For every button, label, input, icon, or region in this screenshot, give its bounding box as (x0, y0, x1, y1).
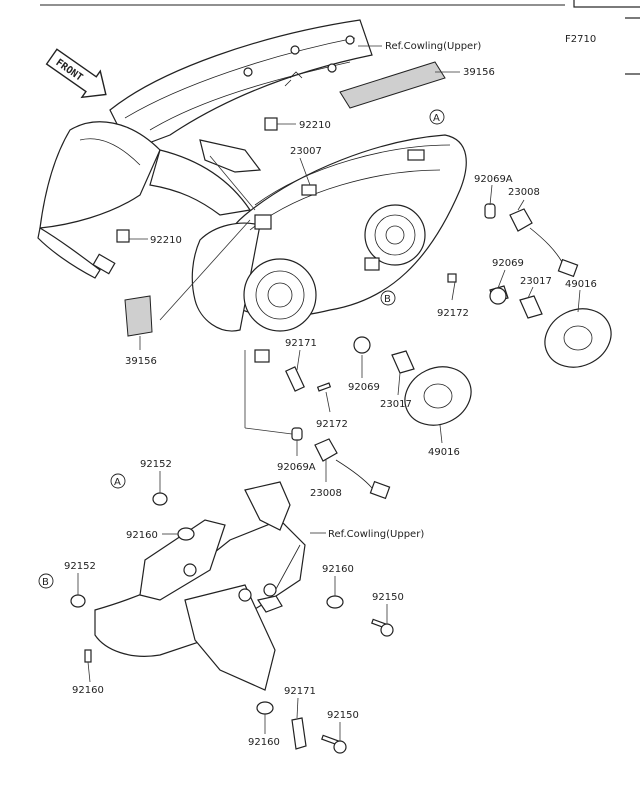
label-92069-mid: 92069 (348, 382, 380, 393)
reflector-sheet-top (339, 61, 446, 109)
label-92210-a: 92210 (299, 120, 331, 131)
svg-text:B: B (42, 577, 49, 588)
collar-92160-left (84, 649, 92, 663)
callout-labels: Ref.Cowling(Upper) 39156 92210 92210 230… (64, 41, 597, 748)
label-23008-mid: 23008 (310, 488, 342, 499)
bulb-sockets-right (447, 203, 579, 319)
dust-cover-right (544, 308, 612, 368)
clip-nut-top (264, 117, 278, 131)
svg-text:A: A (114, 477, 121, 488)
front-arrow: FRONT (45, 48, 107, 99)
label-49016-right: 49016 (565, 279, 597, 290)
label-39156-top: 39156 (463, 67, 495, 78)
collar-92160-bottom (256, 701, 274, 715)
label-92160-left: 92160 (72, 685, 104, 696)
label-92171-bottom: 92171 (284, 686, 316, 697)
headlight-assembly (191, 134, 467, 363)
label-92172-mid: 92172 (316, 419, 348, 430)
marker-b-top: B (380, 290, 396, 306)
label-92069A-mid: 92069A (277, 462, 316, 473)
label-92152-a: 92152 (140, 459, 172, 470)
bolt-92150-a (371, 618, 394, 637)
collar-92160-b (326, 595, 344, 609)
svg-text:B: B (384, 294, 391, 305)
label-92160-a: 92160 (126, 530, 158, 541)
collar-92160-a (177, 527, 195, 541)
clamp-92171-bottom (291, 717, 307, 750)
bolt-92150-b (321, 734, 347, 754)
label-ref-cowling-mid: Ref.Cowling(Upper) (328, 529, 424, 540)
label-92150-b: 92150 (327, 710, 359, 721)
label-23017-mid: 23017 (380, 399, 412, 410)
marker-b-bottom: B (38, 573, 54, 589)
label-92172-right: 92172 (437, 308, 469, 319)
label-92069-right: 92069 (492, 258, 524, 269)
label-92150-a: 92150 (372, 592, 404, 603)
label-92210-b: 92210 (150, 235, 182, 246)
figure-id: F2710 (565, 34, 596, 45)
label-92152-b: 92152 (64, 561, 96, 572)
leader-lines (77, 45, 581, 741)
label-23008-top: 23008 (508, 187, 540, 198)
marker-a-top: A (429, 109, 445, 125)
label-49016-mid: 49016 (428, 447, 460, 458)
marker-a-bottom: A (110, 473, 126, 489)
grommet-92152-a (152, 492, 168, 506)
label-39156-left: 39156 (125, 356, 157, 367)
headlight-bracket (94, 481, 306, 691)
label-92160-b: 92160 (322, 564, 354, 575)
label-92069A-top: 92069A (474, 174, 513, 185)
label-23007: 23007 (290, 146, 322, 157)
upper-cowling-frame (37, 19, 373, 279)
label-ref-cowling-top: Ref.Cowling(Upper) (385, 41, 481, 52)
label-92171-top: 92171 (285, 338, 317, 349)
clip-nut-left (116, 229, 130, 243)
reflector-sheet-left (124, 295, 153, 337)
label-23017-right: 23017 (520, 276, 552, 287)
svg-text:A: A (433, 113, 440, 124)
page-header: F2710 (40, 0, 640, 75)
label-92160-bottom: 92160 (248, 737, 280, 748)
grommet-92152-b (70, 594, 86, 608)
bulb-sockets-mid (285, 336, 415, 500)
dust-cover-mid (404, 366, 472, 426)
